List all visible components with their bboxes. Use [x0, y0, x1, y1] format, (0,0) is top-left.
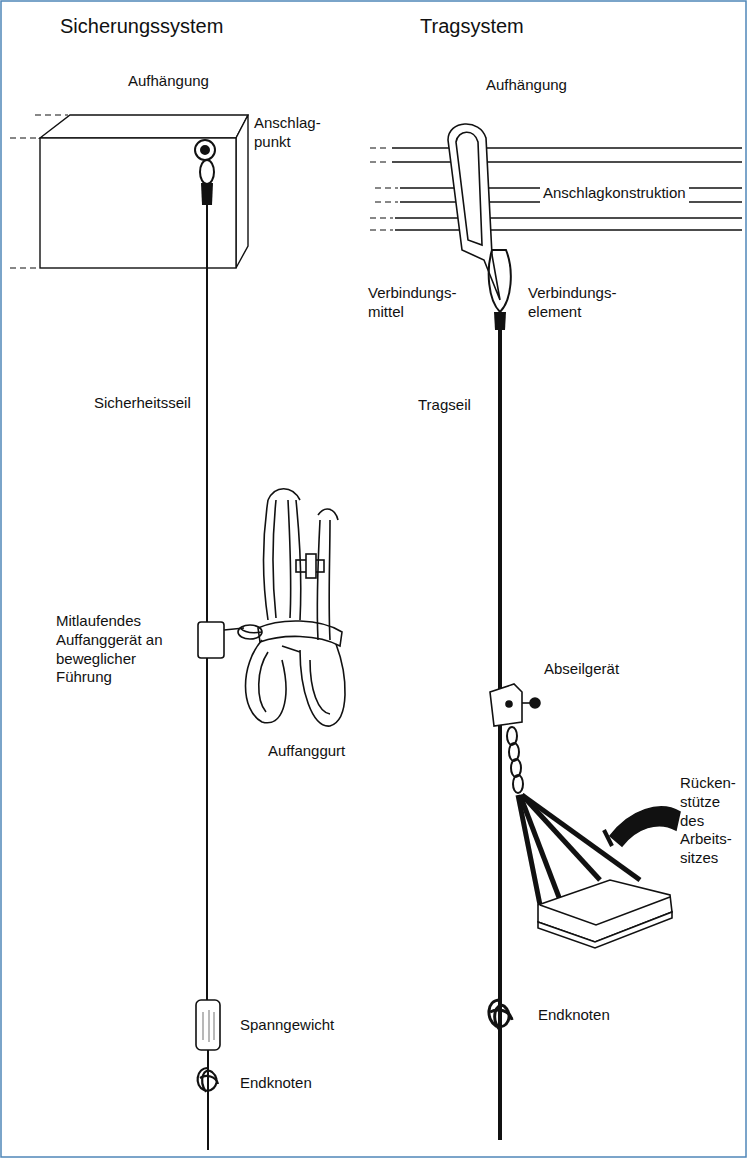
part-label: Mitlaufendes Auffanggerät an beweglicher…: [56, 612, 192, 687]
part-label: Anschlagkonstruktion: [540, 184, 689, 203]
part-label: Sicherheitsseil: [94, 394, 191, 413]
part-label: Aufhängung: [128, 72, 209, 91]
anchor-structure: [392, 148, 742, 230]
part-label: Aufhängung: [486, 76, 567, 95]
descender: [490, 684, 540, 726]
structure-continuation: [370, 148, 398, 230]
rope-whipping: [201, 183, 213, 205]
chain: [507, 727, 523, 793]
part-label: Abseilgerät: [544, 660, 619, 679]
part-label: Endknoten: [538, 1006, 610, 1025]
work-seat: [518, 795, 680, 948]
rope-whipping: [494, 312, 506, 330]
system-heading: Tragsystem: [420, 14, 524, 39]
anchor-eyebolt: [195, 140, 215, 184]
safety-rope: [207, 1050, 209, 1150]
fall-arrester: [198, 622, 262, 658]
part-label: Verbindungs- mittel: [368, 284, 456, 322]
part-label: Anschlag- punkt: [254, 114, 321, 152]
safety-rope: [206, 205, 208, 1000]
beam-continuation: [10, 115, 68, 268]
part-label: Verbindungs- element: [528, 284, 616, 322]
sling: [448, 124, 500, 300]
part-label: Endknoten: [240, 1074, 312, 1093]
part-label: Auffanggurt: [268, 742, 345, 761]
part-label: Tragseil: [418, 396, 471, 415]
part-label: Spanngewicht: [240, 1016, 334, 1035]
end-knot: [198, 1068, 218, 1092]
support-rope: [498, 330, 502, 1140]
beam: [40, 115, 248, 268]
end-knot: [489, 1000, 512, 1030]
system-heading: Sicherungssystem: [60, 14, 223, 39]
tension-weight: [196, 1000, 220, 1050]
part-label: Rücken- stütze des Arbeits- sitzes: [680, 774, 736, 868]
full-body-harness: [240, 489, 345, 726]
carabiner: [489, 250, 511, 312]
